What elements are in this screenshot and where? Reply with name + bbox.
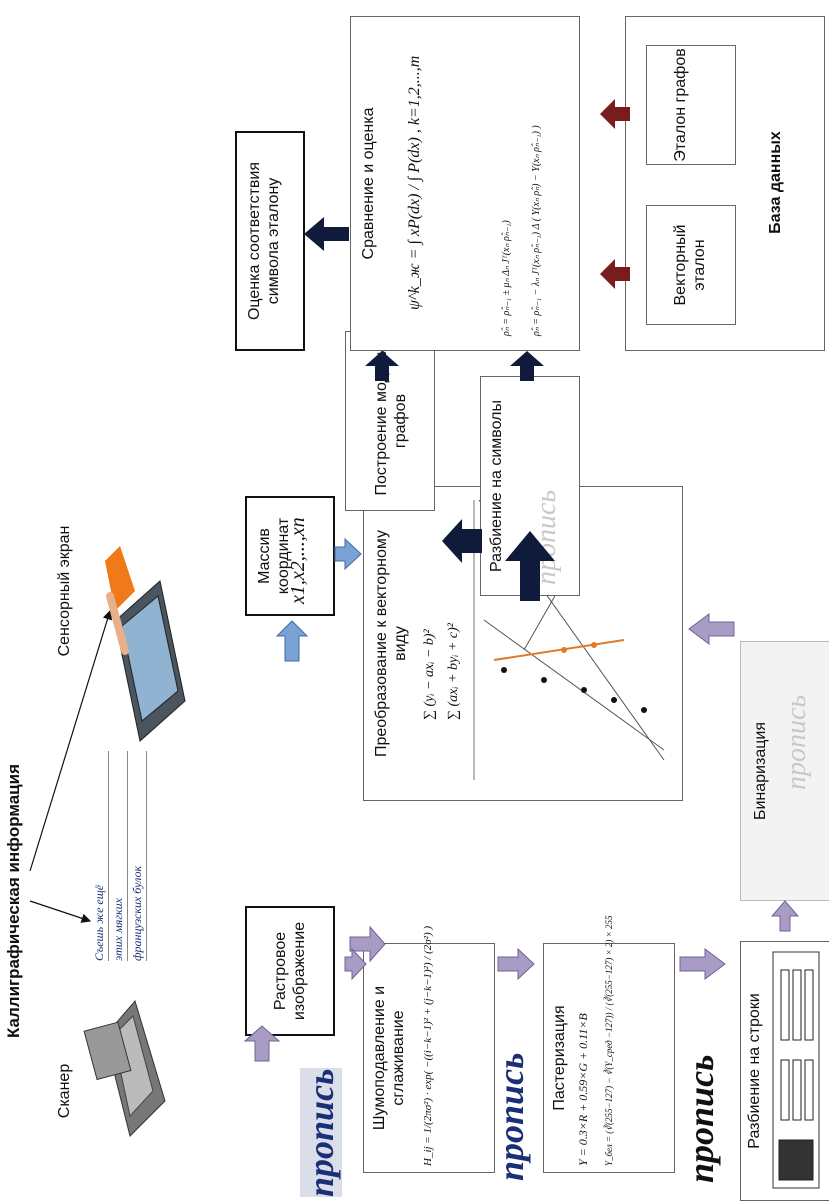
scanner-icon: [83, 996, 175, 1146]
split-lines-thumbnail: [771, 950, 821, 1190]
touch-screen-icon: [100, 541, 190, 761]
split-lines-box: Разбиение на строки: [740, 941, 829, 1201]
